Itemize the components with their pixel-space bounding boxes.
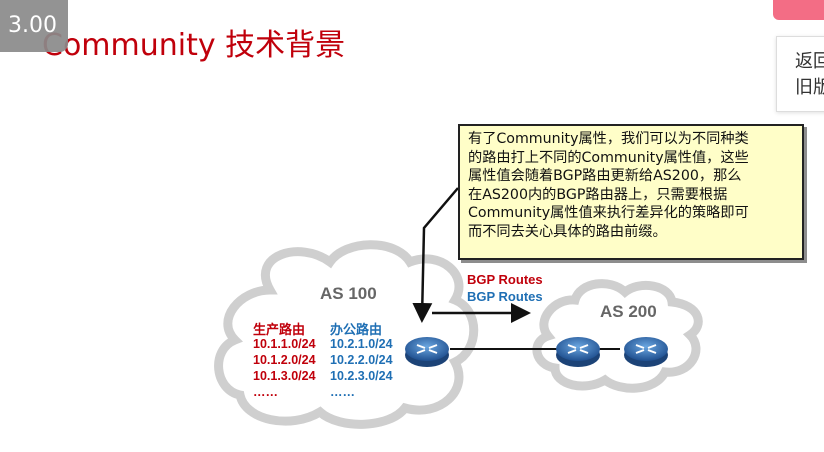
production-prefix-more: …… bbox=[253, 385, 278, 399]
bgp-routes-label-office: BGP Routes bbox=[467, 289, 543, 304]
router-icon bbox=[556, 337, 600, 367]
production-prefix: 10.1.3.0/24 bbox=[253, 369, 316, 383]
callout-line: Community属性值来执行差异化的策略即可 bbox=[468, 205, 749, 222]
callout-line: 的路由打上不同的Community属性值，这些 bbox=[468, 149, 749, 166]
office-routes-heading: 办公路由 bbox=[330, 323, 383, 338]
slide-title: Community 技术背景 bbox=[42, 28, 346, 63]
production-routes-heading: 生产路由 bbox=[253, 323, 306, 338]
top-action-button[interactable] bbox=[773, 0, 824, 20]
production-prefix: 10.1.2.0/24 bbox=[253, 353, 316, 367]
office-prefix: 10.2.1.0/24 bbox=[330, 337, 393, 351]
production-prefix: 10.1.1.0/24 bbox=[253, 337, 316, 351]
bgp-routes-label-production: BGP Routes bbox=[467, 272, 543, 287]
back-to-old-version-button[interactable]: 返回 旧版 bbox=[776, 36, 824, 112]
playback-speed-badge[interactable]: 3.00 bbox=[0, 0, 68, 52]
callout-line: 有了Community属性，我们可以为不同种类 bbox=[468, 131, 749, 147]
router-icon bbox=[624, 337, 668, 367]
as200-label: AS 200 bbox=[600, 302, 657, 321]
office-prefix: 10.2.3.0/24 bbox=[330, 369, 393, 383]
back-label-line2: 旧版 bbox=[795, 77, 824, 98]
office-prefix-more: …… bbox=[330, 385, 355, 399]
back-label-line1: 返回 bbox=[795, 51, 824, 72]
callout-box: 有了Community属性，我们可以为不同种类 的路由打上不同的Communit… bbox=[458, 124, 804, 260]
as100-label: AS 100 bbox=[320, 284, 377, 303]
router-icon bbox=[405, 337, 449, 367]
callout-connector bbox=[412, 187, 459, 323]
callout-line: 在AS200内的BGP路由器上，只需要根据 bbox=[468, 186, 728, 203]
callout-line: 而不同去关心具体的路由前缀。 bbox=[468, 223, 667, 240]
callout-line: 属性值会随着BGP路由更新给AS200，那么 bbox=[468, 168, 742, 185]
office-prefix: 10.2.2.0/24 bbox=[330, 353, 393, 367]
as100-cloud bbox=[214, 240, 479, 429]
as200-cloud bbox=[532, 279, 703, 393]
